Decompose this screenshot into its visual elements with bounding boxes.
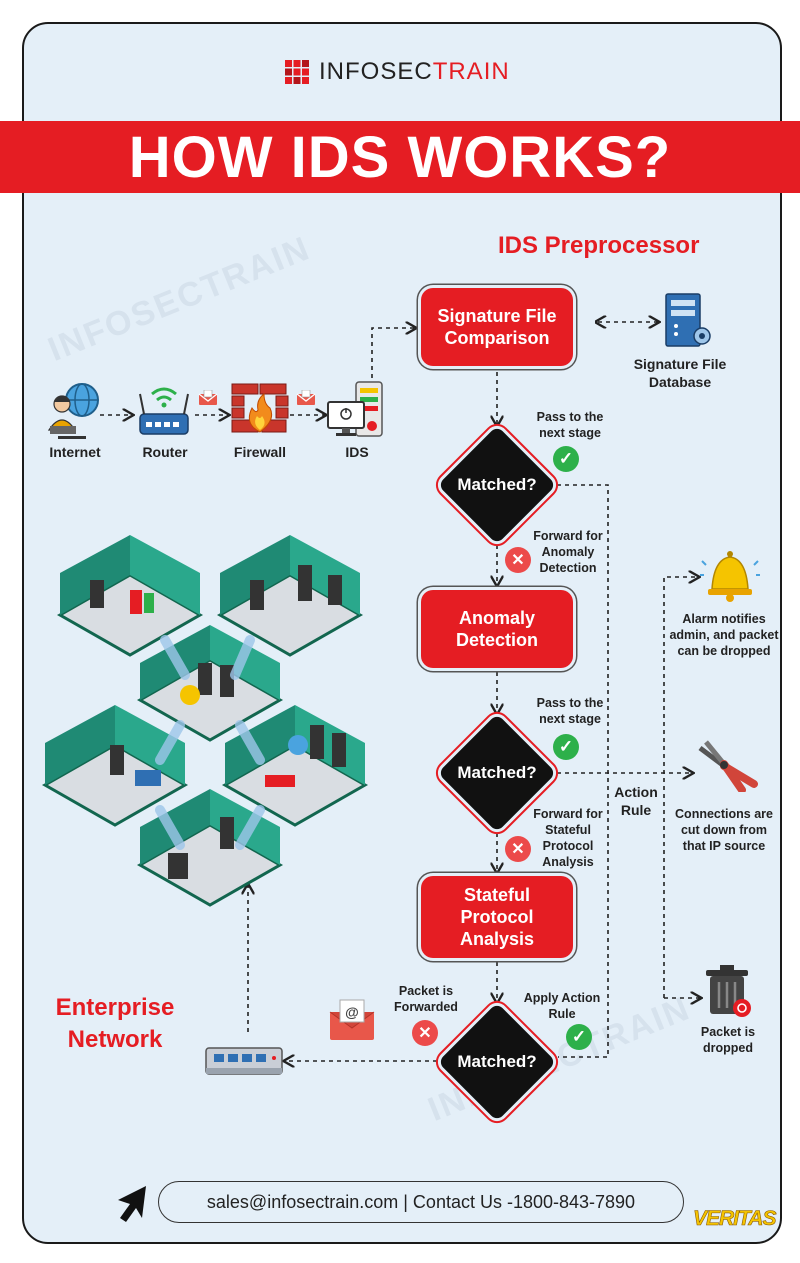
title-banner: HOW IDS WORKS? bbox=[0, 121, 800, 193]
trash-bin-icon bbox=[706, 965, 751, 1017]
page-title: HOW IDS WORKS? bbox=[128, 124, 672, 190]
internet-label: Internet bbox=[49, 444, 101, 460]
router-label: Router bbox=[142, 444, 188, 460]
contact-text[interactable]: sales@infosectrain.com | Contact Us -180… bbox=[206, 1191, 636, 1212]
room bbox=[56, 535, 204, 657]
section-title: IDS Preprocessor bbox=[498, 232, 700, 259]
email-packet-icon: @ bbox=[329, 999, 375, 1040]
packet-mail-icon bbox=[296, 390, 316, 405]
check-icon: ✓ bbox=[553, 734, 579, 760]
svg-text:@: @ bbox=[345, 1004, 359, 1020]
alarm-bell-icon bbox=[700, 551, 760, 602]
enterprise-network-illustration bbox=[41, 535, 369, 907]
cross-icon: ✕ bbox=[505, 836, 531, 862]
cross-icon: ✕ bbox=[505, 547, 531, 573]
ids-computer-icon bbox=[327, 381, 383, 437]
network-switch-icon bbox=[205, 1047, 283, 1075]
check-icon: ✓ bbox=[566, 1024, 592, 1050]
wire-cutter-icon bbox=[698, 740, 758, 792]
packet-mail-icon bbox=[198, 390, 218, 405]
cursor-arrow-icon bbox=[118, 1186, 146, 1222]
cross-icon: ✕ bbox=[412, 1020, 438, 1046]
router-icon bbox=[139, 387, 189, 435]
infosectrain-logo-icon bbox=[285, 60, 309, 84]
firewall-icon bbox=[231, 383, 289, 433]
matched-decision-1: Matched? bbox=[437, 425, 557, 545]
matched-decision-2: Matched? bbox=[437, 713, 557, 833]
veritas-logo: VERITAS bbox=[693, 1207, 777, 1231]
firewall-label: Firewall bbox=[233, 444, 287, 460]
internet-user-icon bbox=[47, 383, 99, 439]
contact-bar[interactable]: sales@infosectrain.com | Contact Us -180… bbox=[158, 1181, 684, 1223]
signature-database-server-icon bbox=[665, 293, 711, 347]
ids-label: IDS bbox=[345, 444, 369, 460]
brand-name: INFOSECTRAIN bbox=[319, 58, 510, 85]
matched-decision-3: Matched? bbox=[437, 1002, 557, 1122]
brand-logo: INFOSECTRAIN bbox=[285, 58, 510, 86]
check-icon: ✓ bbox=[553, 446, 579, 472]
